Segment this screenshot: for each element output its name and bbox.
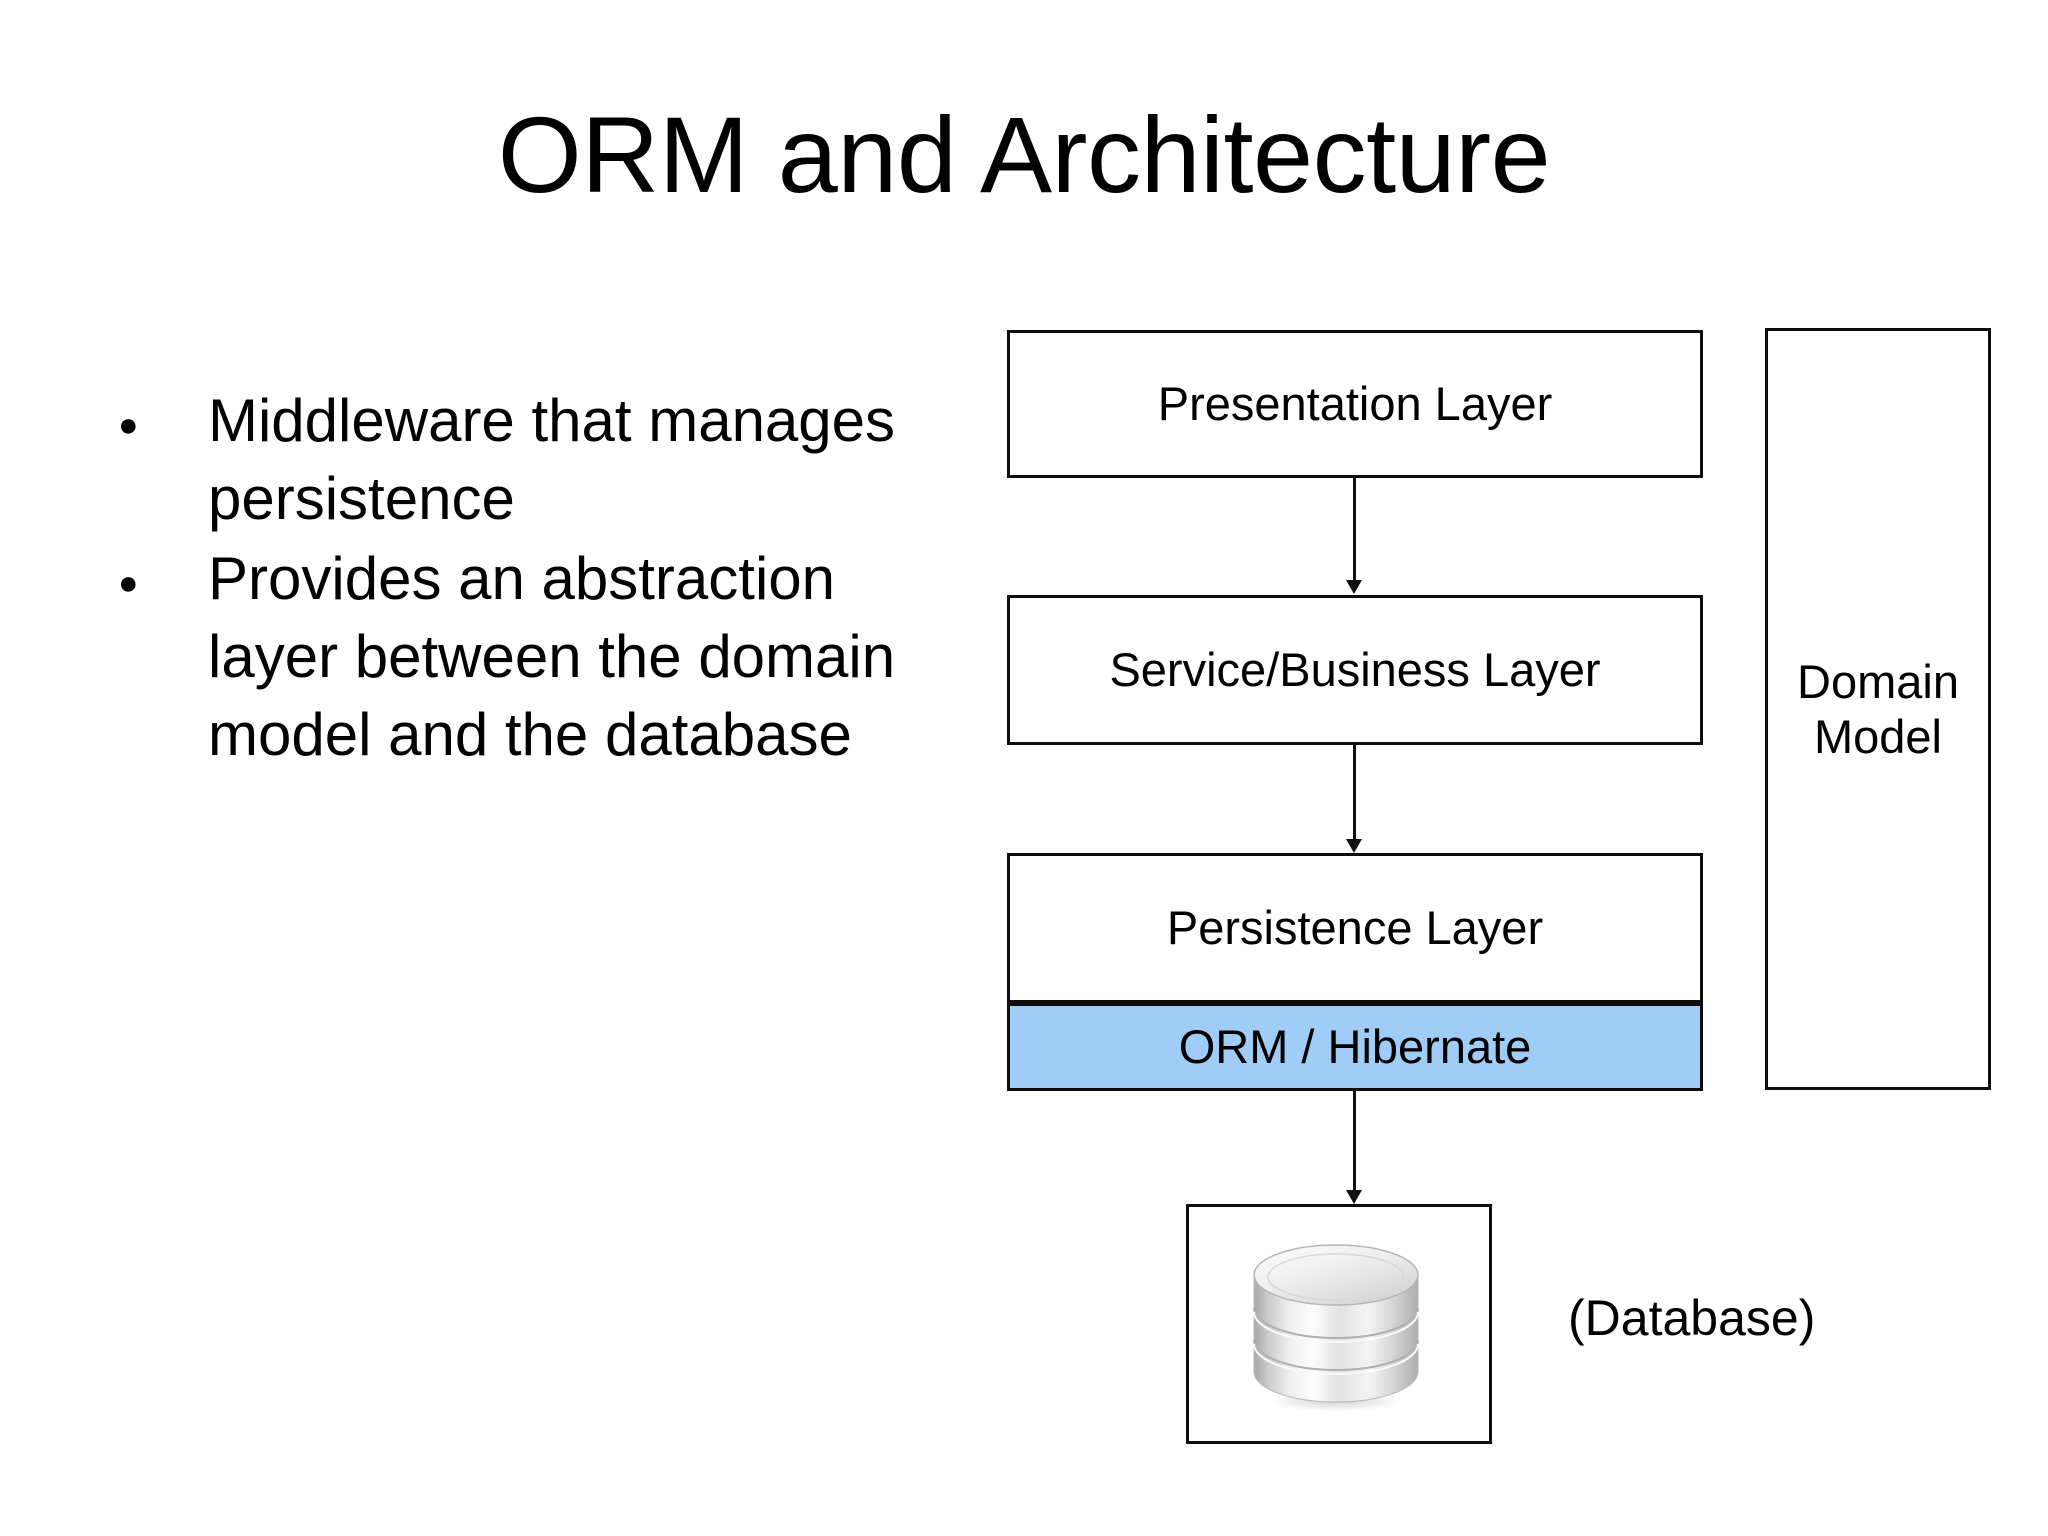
connector-orm-to-database — [1353, 1091, 1356, 1196]
database-label: (Database) — [1568, 1290, 1816, 1346]
diagram-box-domain-model: Domain Model — [1765, 328, 1991, 1090]
connector-service-to-persistence — [1353, 745, 1356, 845]
connector-presentation-to-service — [1353, 478, 1356, 587]
arrow-down-icon — [1346, 839, 1362, 853]
page-title: ORM and Architecture — [497, 94, 1551, 215]
diagram-box-presentation-layer: Presentation Layer — [1007, 330, 1703, 478]
diagram-box-service-business-layer: Service/Business Layer — [1007, 595, 1703, 745]
arrow-down-icon — [1346, 1190, 1362, 1204]
list-item: Provides an abstraction layer between th… — [118, 540, 978, 774]
bullet-item-label: Middleware that manages persistence — [208, 387, 896, 532]
list-item: Middleware that manages persistence — [118, 382, 978, 538]
diagram-box-orm-hibernate: ORM / Hibernate — [1007, 1003, 1703, 1091]
bullet-item-label: Provides an abstraction layer between th… — [208, 545, 896, 768]
diagram-box-persistence-layer: Persistence Layer — [1007, 853, 1703, 1003]
bullet-list: Middleware that manages persistence Prov… — [118, 382, 978, 776]
database-cylinder-icon — [1253, 1244, 1419, 1413]
arrow-down-icon — [1346, 580, 1362, 594]
